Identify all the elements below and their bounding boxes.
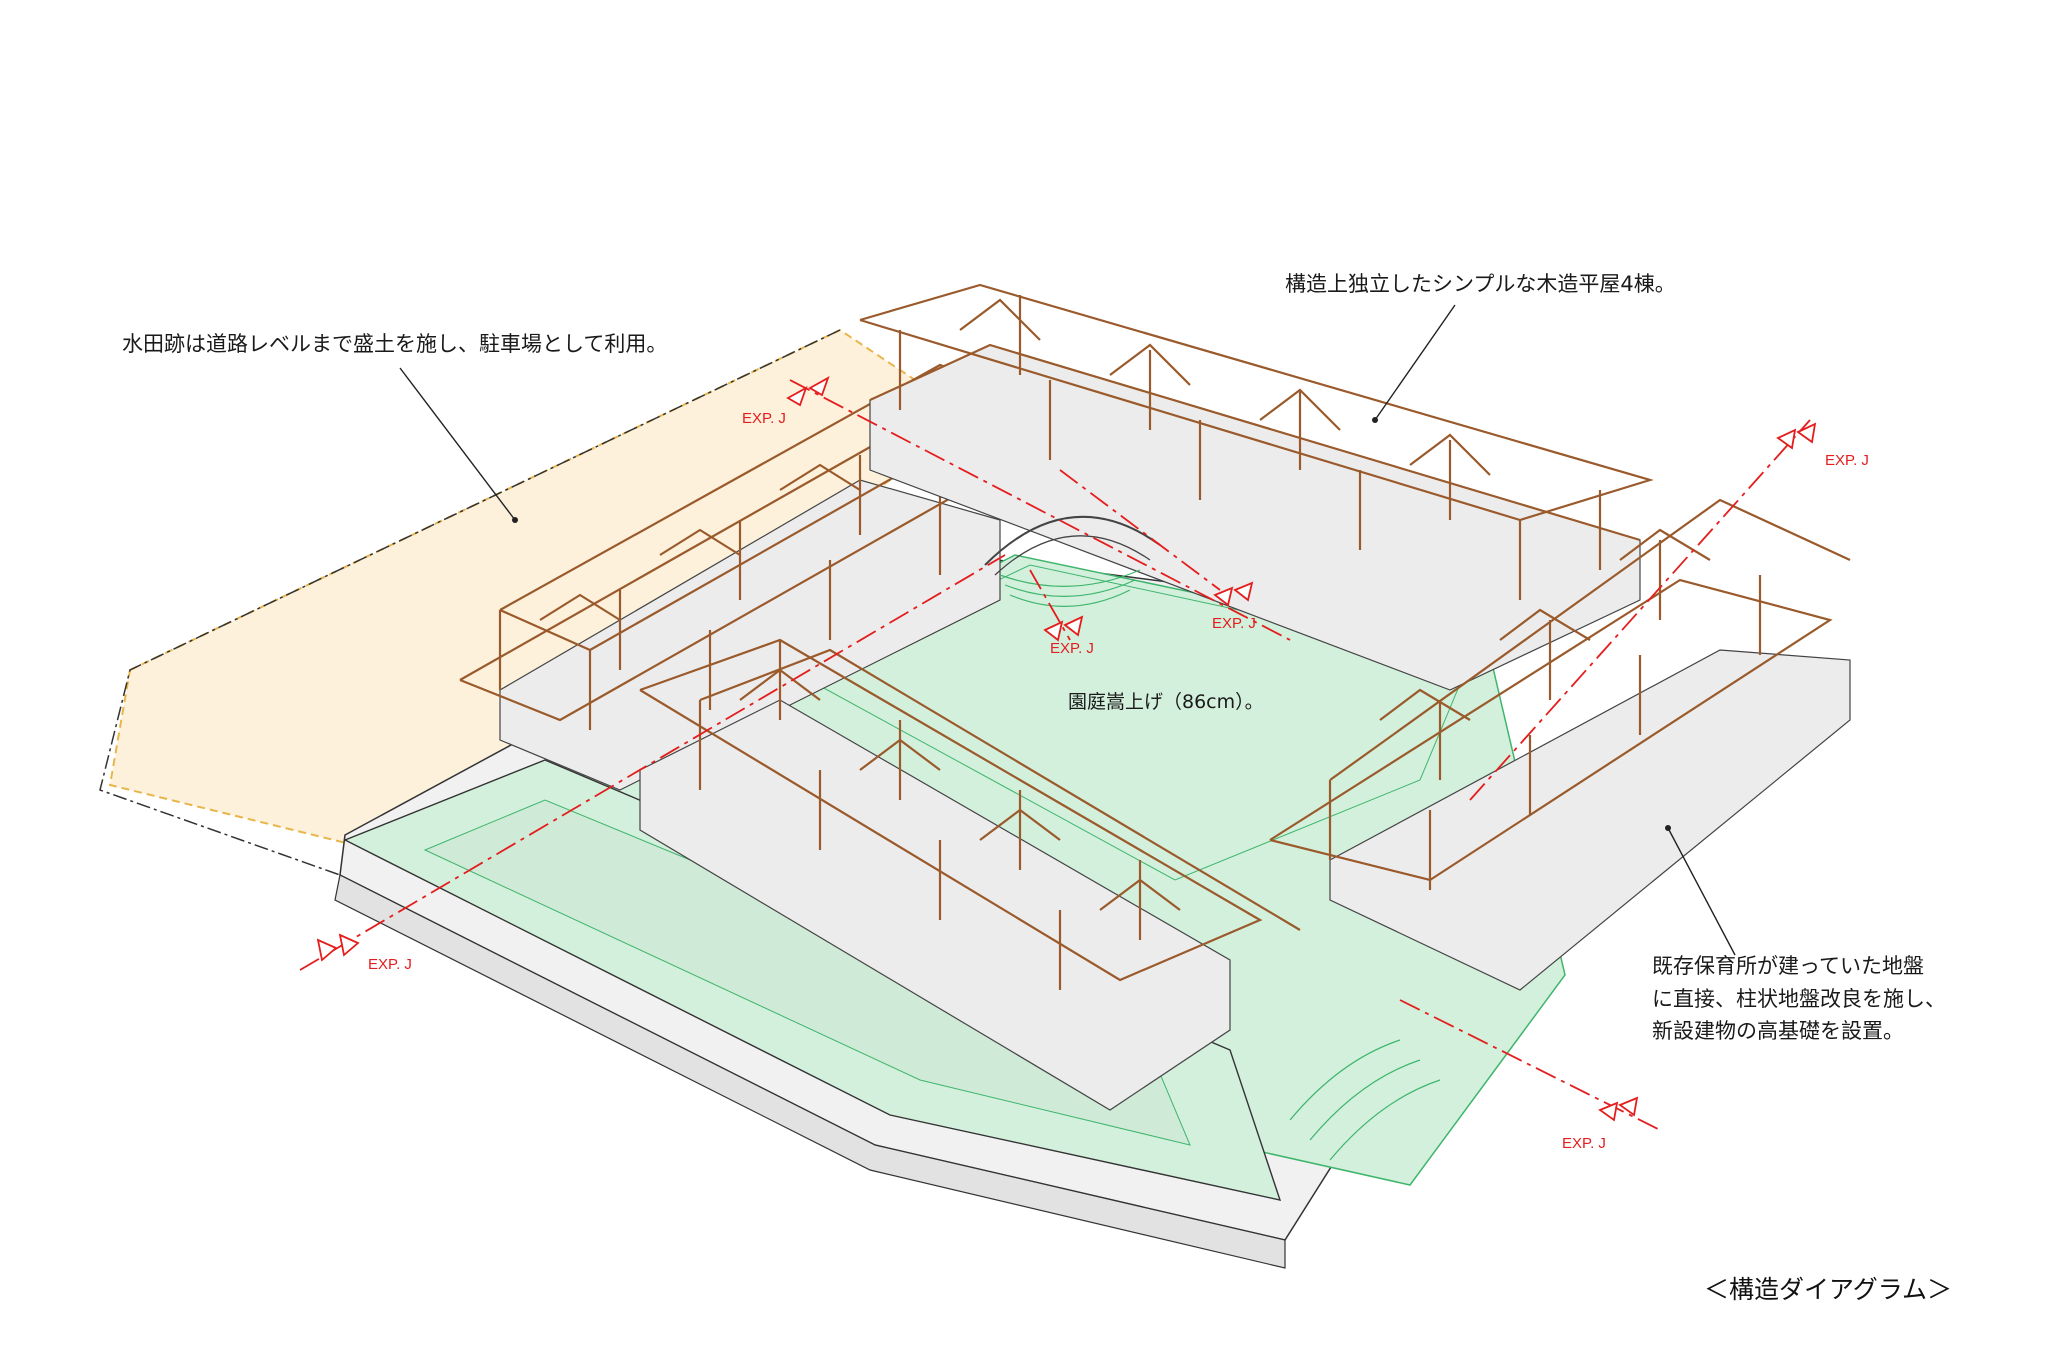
garden-steps: [999, 569, 1441, 1161]
arch-bridge-inner: [994, 535, 1151, 576]
annotation-garden: 園庭嵩上げ（86cm）。: [1068, 691, 1264, 713]
site-slab-edge: [334, 874, 1286, 1269]
annotation-foundation: 既存保育所が建っていた地盤 に直接、柱状地盤改良を施し、 新設建物の高基礎を設置…: [1652, 950, 1946, 1048]
building-c-frame: [1269, 498, 1851, 890]
exp-j-markers: [316, 376, 1817, 1122]
annotation-buildings: 構造上独立したシンプルな木造平屋4棟。: [1285, 272, 1676, 296]
exp-j-label-west: EXP. J: [368, 956, 412, 973]
leader-lines: [399, 304, 1736, 956]
foundation-line-3: 新設建物の高基礎を設置。: [1652, 1019, 1904, 1044]
leader-dots: [512, 417, 1671, 831]
front-court-inner: [423, 799, 1191, 1146]
exp-j-label-north: EXP. J: [742, 410, 786, 427]
building-d-frame: [639, 638, 1301, 990]
exp-j-label-bridge-east: EXP. J: [1212, 615, 1256, 632]
foundation-line-1: 既存保育所が建っていた地盤: [1652, 954, 1924, 978]
arch-bridge: [984, 516, 1161, 566]
exp-j-label-south: EXP. J: [1562, 1135, 1606, 1152]
diagram-caption: ＜構造ダイアグラム＞: [1704, 1275, 1953, 1304]
exp-j-label-bridge-south: EXP. J: [1050, 640, 1094, 657]
building-b-frame: [859, 283, 1654, 600]
annotation-paddy: 水田跡は道路レベルまで盛土を施し、駐車場として利用。: [122, 332, 668, 356]
foundation-line-2: に直接、柱状地盤改良を施し、: [1652, 986, 1946, 1011]
parking-outline: [99, 329, 841, 876]
exp-j-label-east: EXP. J: [1825, 452, 1869, 469]
building-c-base: [1329, 649, 1851, 991]
